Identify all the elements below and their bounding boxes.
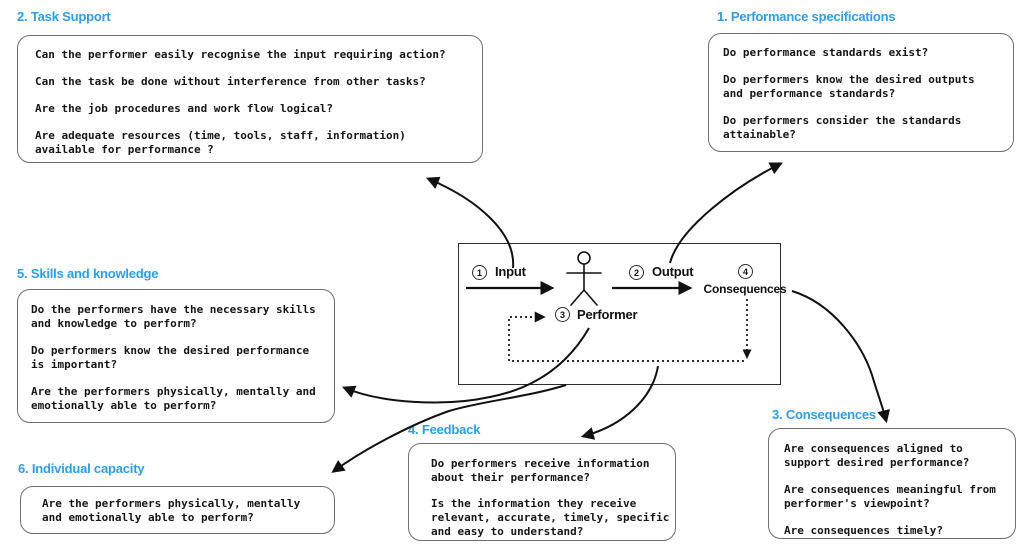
individual-capacity-box: Are the performers physically, mentally … xyxy=(20,486,335,534)
feedback-box: Do performers receive information about … xyxy=(408,443,676,541)
step-1-badge: 1 xyxy=(472,265,487,280)
individual-capacity-question: Are the performers physically, mentally … xyxy=(42,497,301,524)
step-2-badge: 2 xyxy=(629,265,644,280)
heading-consequences: 3. Consequences xyxy=(772,407,876,422)
skills-question: Do performers know the desired performan… xyxy=(31,344,310,371)
skills-question: Do the performers have the necessary ski… xyxy=(31,303,316,330)
performer-label: Performer xyxy=(577,307,638,322)
heading-performance-specifications: 1. Performance specifications xyxy=(717,9,896,24)
heading-skills-and-knowledge: 5. Skills and knowledge xyxy=(17,266,159,281)
performance-specifications-question: Do performers know the desired outputs a… xyxy=(723,73,975,100)
task-support-question: Can the task be done without interferenc… xyxy=(35,75,426,88)
consequences-question: Are consequences aligned to support desi… xyxy=(784,442,970,469)
heading-individual-capacity: 6. Individual capacity xyxy=(18,461,145,476)
heading-feedback: 4. Feedback xyxy=(408,422,481,437)
feedback-question: Is the information they receive relevant… xyxy=(431,497,670,538)
step-3-badge: 3 xyxy=(555,307,570,322)
consequences-question: Are consequences meaningful from perform… xyxy=(784,483,996,510)
feedback-question: Do performers receive information about … xyxy=(431,457,650,484)
performance-specifications-question: Do performers consider the standards att… xyxy=(723,114,962,141)
performance-specifications-box: Do performance standards exist? Do perfo… xyxy=(708,33,1014,152)
step-4-badge: 4 xyxy=(738,264,753,279)
input-label: Input xyxy=(495,264,526,279)
skills-and-knowledge-box: Do the performers have the necessary ski… xyxy=(17,289,335,423)
performance-specifications-question: Do performance standards exist? xyxy=(723,46,929,59)
task-support-question: Are the job procedures and work flow log… xyxy=(35,102,334,115)
consequences-label: Consequences xyxy=(703,282,787,296)
task-support-box: Can the performer easily recognise the i… xyxy=(17,35,483,163)
task-support-question: Can the performer easily recognise the i… xyxy=(35,48,446,61)
consequences-box: Are consequences aligned to support desi… xyxy=(768,428,1016,539)
consequences-question: Are consequences timely? xyxy=(784,524,943,537)
skills-question: Are the performers physically, mentally … xyxy=(31,385,316,412)
task-support-question: Are adequate resources (time, tools, sta… xyxy=(35,129,406,156)
heading-task-support: 2. Task Support xyxy=(17,9,111,24)
output-label: Output xyxy=(652,264,694,279)
arrow-to-consequences xyxy=(791,290,890,424)
